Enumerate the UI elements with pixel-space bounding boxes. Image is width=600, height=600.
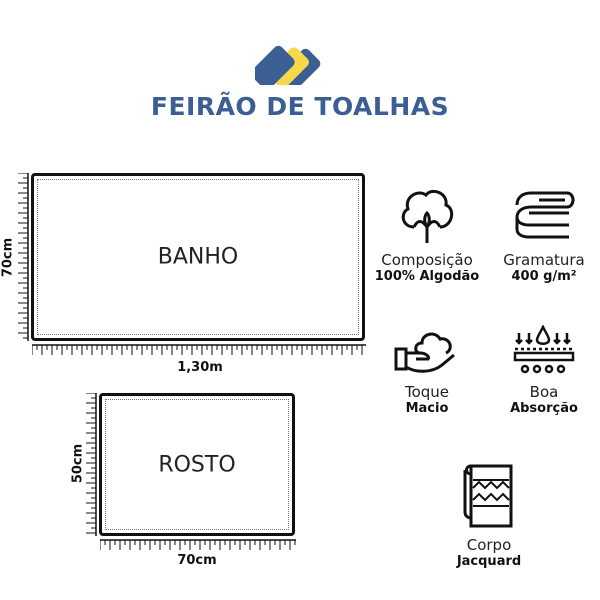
hand-cloud-icon: [394, 332, 455, 373]
width-label: 70cm: [177, 553, 217, 568]
towel-banho: BANHO: [31, 173, 365, 341]
towel-label: BANHO: [157, 244, 239, 270]
feature-composition: Composição 100% Algodão: [367, 183, 487, 284]
width-ruler: [100, 539, 296, 550]
width-label: 1,30m: [177, 360, 223, 375]
height-label: 70cm: [0, 237, 16, 278]
feature-touch: Toque Macio: [367, 325, 487, 416]
height-label: 50cm: [70, 443, 86, 484]
height-ruler: [86, 393, 97, 536]
absorption-icon: [513, 325, 575, 374]
towel-label: ROSTO: [158, 452, 236, 477]
feature-weight: Gramatura 400 g/m²: [484, 183, 600, 284]
towel-rosto: ROSTO: [99, 393, 295, 536]
brand-name: FEIRÃO DE TOALHAS: [150, 92, 450, 121]
height-ruler: [18, 173, 29, 341]
cotton-flower-icon: [401, 189, 454, 243]
brand-logo-icon: [255, 45, 321, 85]
folded-towels-icon: [515, 191, 575, 239]
feature-absorption: Boa Absorção: [484, 325, 600, 416]
feature-body: Corpo Jacquard: [429, 462, 549, 569]
jacquard-towel-icon: [463, 464, 513, 528]
width-ruler: [32, 344, 366, 355]
